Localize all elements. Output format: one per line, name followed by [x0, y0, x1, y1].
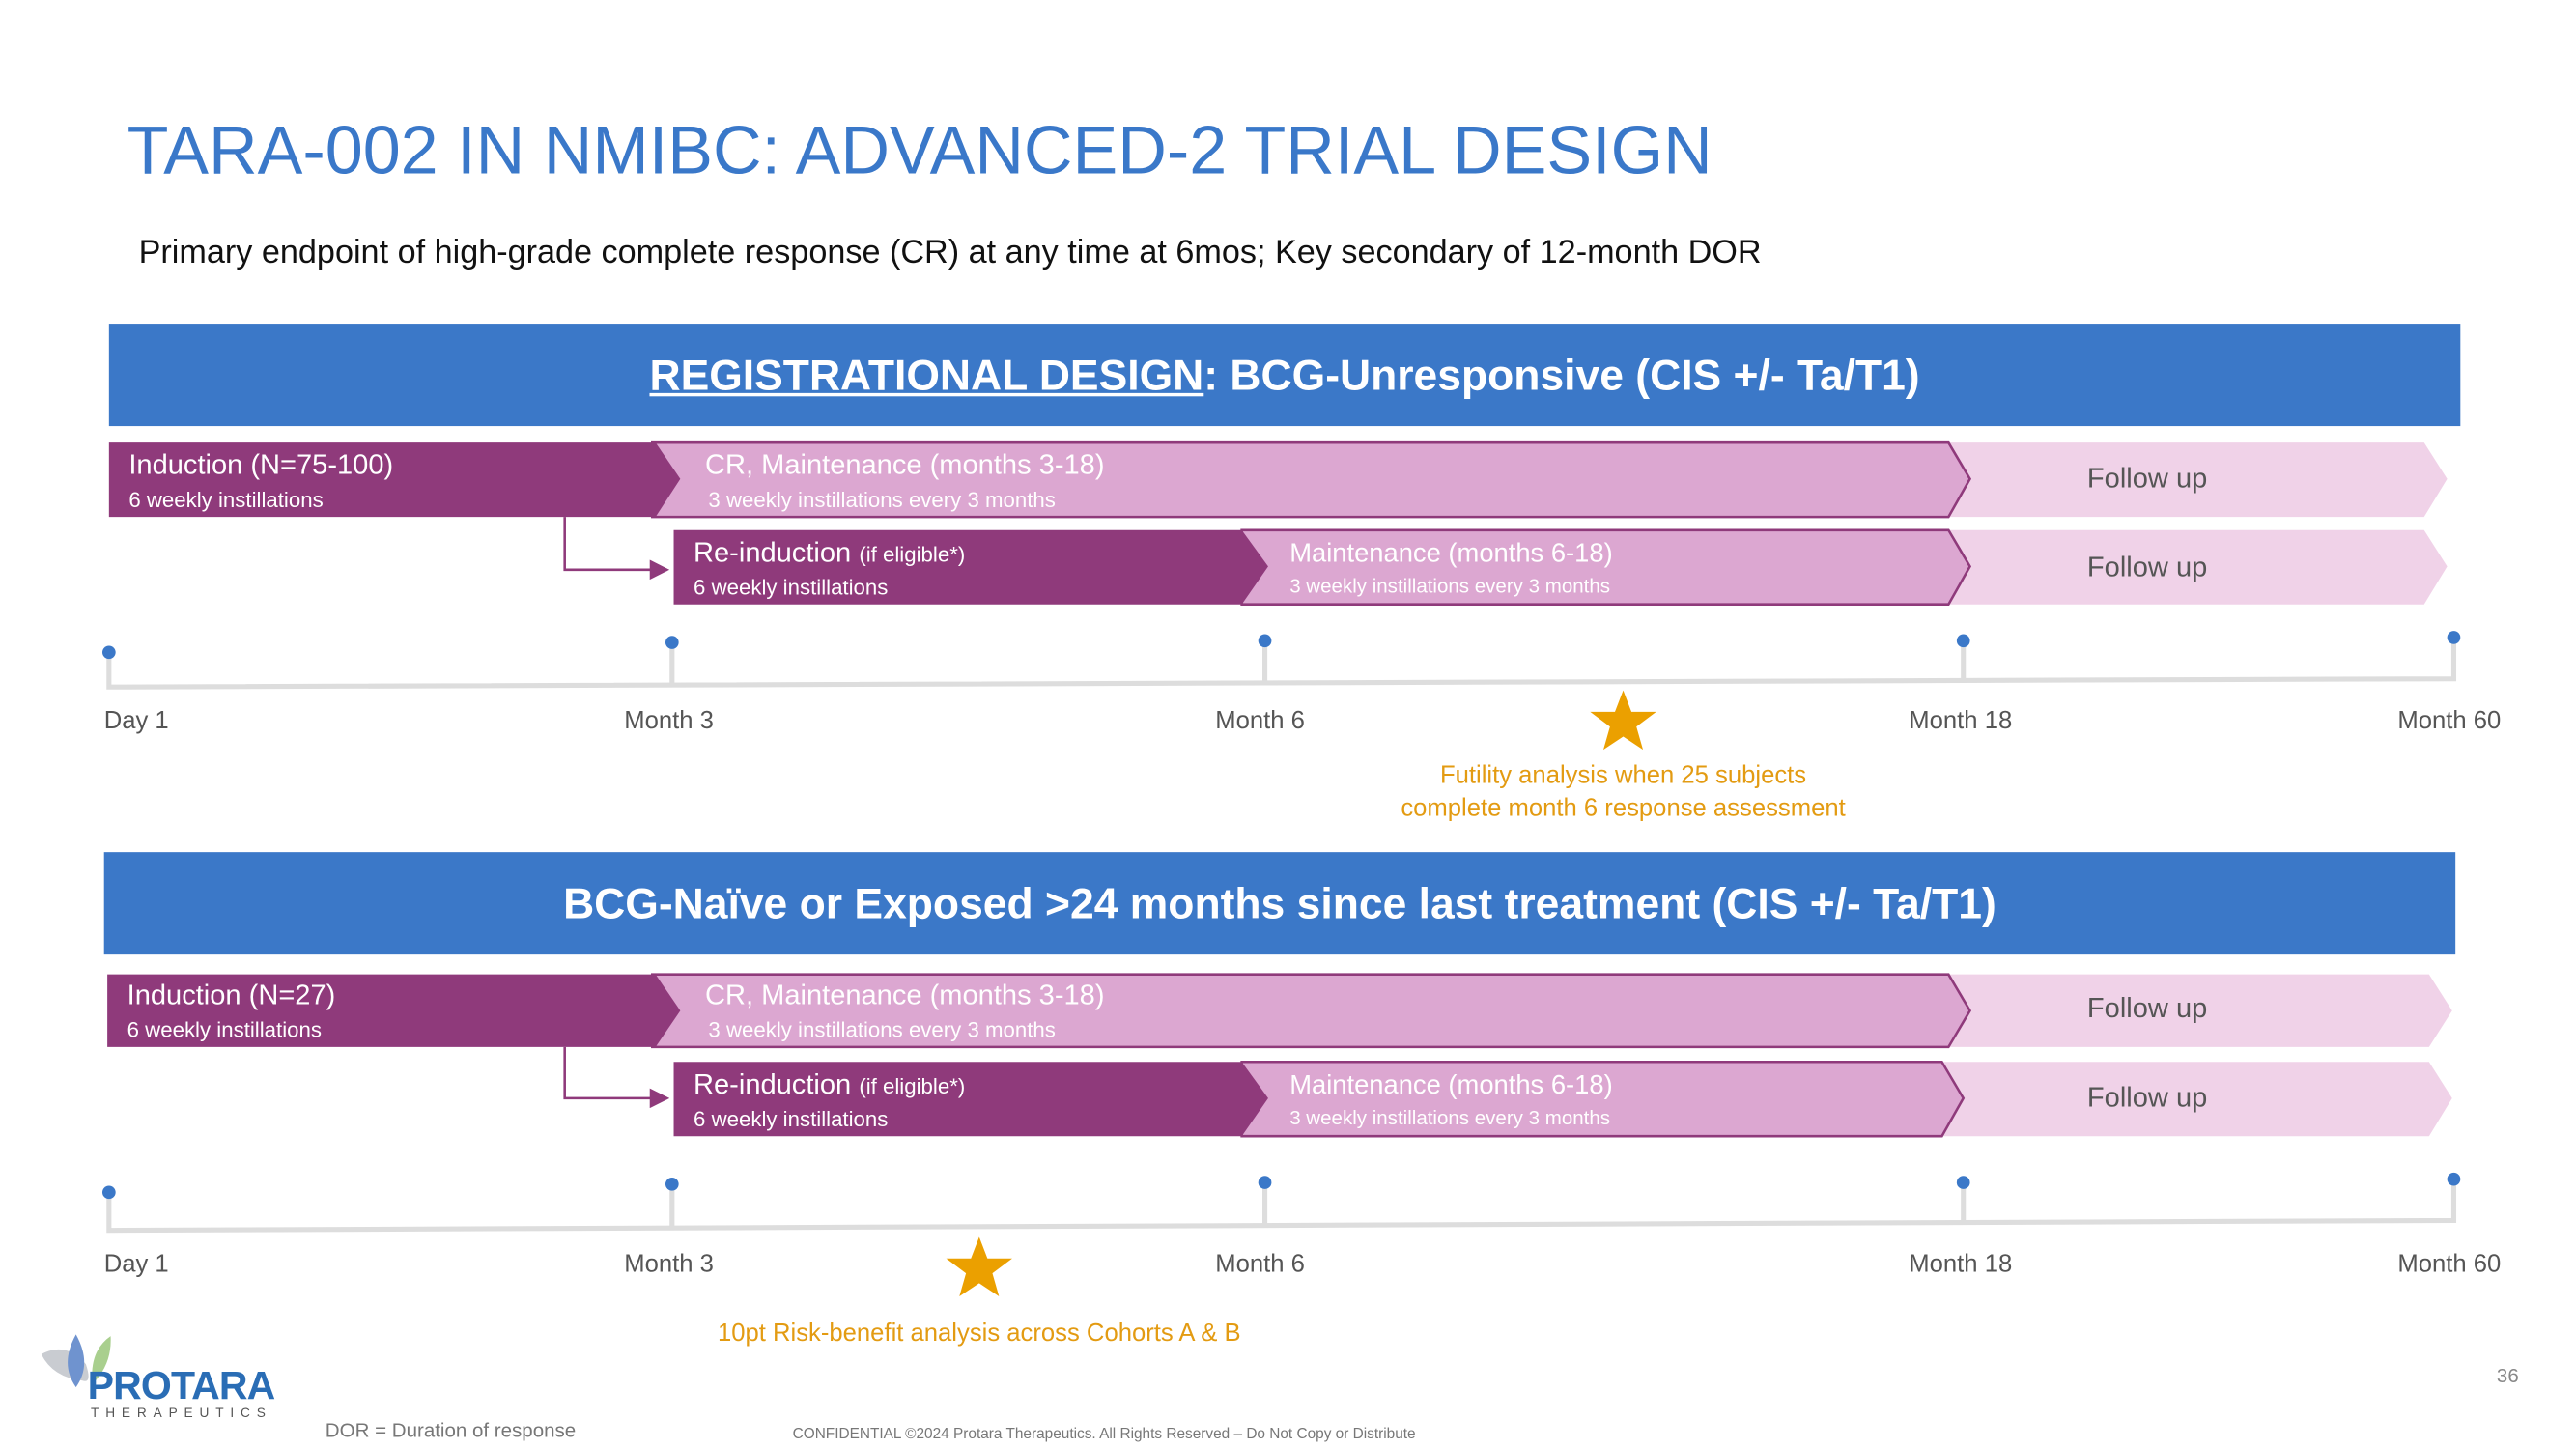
star-icon	[946, 1236, 1012, 1297]
timeline-label: Month 18	[1909, 1250, 2013, 1279]
maintenance-sub: 3 weekly instillations every 3 months	[1289, 574, 1611, 598]
timeline-b	[106, 1179, 2457, 1234]
reinduction-label: Re-induction	[694, 1068, 852, 1100]
banner-registrational: REGISTRATIONAL DESIGN: BCG-Unresponsive …	[108, 324, 2461, 427]
reinduction-note: (if eligible*)	[859, 1073, 966, 1098]
reinduction-title: Re-induction (if eligible*)	[694, 537, 965, 570]
reinduction-title: Re-induction (if eligible*)	[694, 1068, 965, 1101]
reinduction-sub: 6 weekly instillations	[694, 574, 889, 600]
protara-logo-icon	[41, 1334, 111, 1388]
follow-up-label: Follow up	[2086, 1081, 2208, 1114]
maintenance-sub: 3 weekly instillations every 3 months	[1289, 1106, 1611, 1130]
follow-up-arrow	[1948, 974, 2452, 1047]
banner-bcg-naive: BCG-Naïve or Exposed >24 months since la…	[103, 852, 2456, 955]
induction-sub: 6 weekly instillations	[127, 1017, 322, 1042]
timeline-label: Day 1	[103, 1250, 169, 1279]
reinduction-connector	[563, 517, 670, 581]
follow-up-arrow	[1948, 442, 2448, 518]
follow-up-arrow	[1941, 1062, 2452, 1137]
page-number: 36	[2496, 1364, 2519, 1388]
futility-annotation-2: complete month 6 response assessment	[1401, 794, 1846, 823]
follow-up-arrow	[1948, 529, 2448, 605]
futility-annotation-1: Futility analysis when 25 subjects	[1439, 761, 1807, 790]
reinduction-arrow	[673, 1062, 1268, 1137]
induction-sub: 6 weekly instillations	[128, 487, 324, 512]
induction-title: Induction (N=27)	[127, 979, 336, 1011]
timeline-a	[106, 637, 2457, 690]
timeline-label: Month 18	[1909, 706, 2013, 735]
dor-footnote: DOR = Duration of response	[325, 1418, 577, 1442]
page-title: TARA-002 IN NMIBC: ADVANCED-2 TRIAL DESI…	[127, 112, 1713, 188]
banner-rest: : BCG-Unresponsive (CIS +/- Ta/T1)	[1203, 349, 1920, 399]
timeline-label: Month 3	[624, 706, 714, 735]
induction-arrow	[108, 442, 681, 518]
reinduction-connector	[563, 1046, 670, 1109]
risk-benefit-annotation: 10pt Risk-benefit analysis across Cohort…	[717, 1319, 1241, 1349]
timeline-label: Month 60	[2397, 706, 2502, 735]
follow-up-label: Follow up	[2086, 992, 2208, 1024]
logo-sub: THERAPEUTICS	[91, 1405, 272, 1421]
reinduction-note: (if eligible*)	[859, 541, 966, 567]
cr-title: CR, Maintenance (months 3-18)	[704, 979, 1105, 1011]
reinduction-label: Re-induction	[694, 536, 852, 569]
timeline-label: Month 60	[2397, 1250, 2502, 1279]
star-icon	[1590, 690, 1656, 751]
induction-title: Induction (N=75-100)	[128, 449, 394, 481]
logo-name: PROTARA	[87, 1364, 276, 1409]
subtitle: Primary endpoint of high-grade complete …	[138, 234, 1762, 271]
cr-sub: 3 weekly instillations every 3 months	[708, 1017, 1056, 1042]
confidential-notice: CONFIDENTIAL ©2024 Protara Therapeutics.…	[792, 1425, 1416, 1442]
banner-underlined: REGISTRATIONAL DESIGN	[649, 349, 1204, 399]
induction-arrow	[107, 974, 681, 1047]
timeline-label: Month 6	[1215, 706, 1305, 735]
timeline-label: Day 1	[103, 706, 169, 735]
follow-up-label: Follow up	[2086, 552, 2208, 583]
timeline-label: Month 3	[624, 1250, 714, 1279]
cr-sub: 3 weekly instillations every 3 months	[708, 487, 1056, 512]
maintenance-title: Maintenance (months 6-18)	[1289, 540, 1613, 569]
follow-up-label: Follow up	[2086, 462, 2208, 495]
timeline-label: Month 6	[1215, 1250, 1305, 1279]
reinduction-sub: 6 weekly instillations	[694, 1106, 889, 1132]
maintenance-title: Maintenance (months 6-18)	[1289, 1071, 1613, 1100]
cr-title: CR, Maintenance (months 3-18)	[704, 449, 1105, 481]
reinduction-arrow	[673, 529, 1268, 605]
